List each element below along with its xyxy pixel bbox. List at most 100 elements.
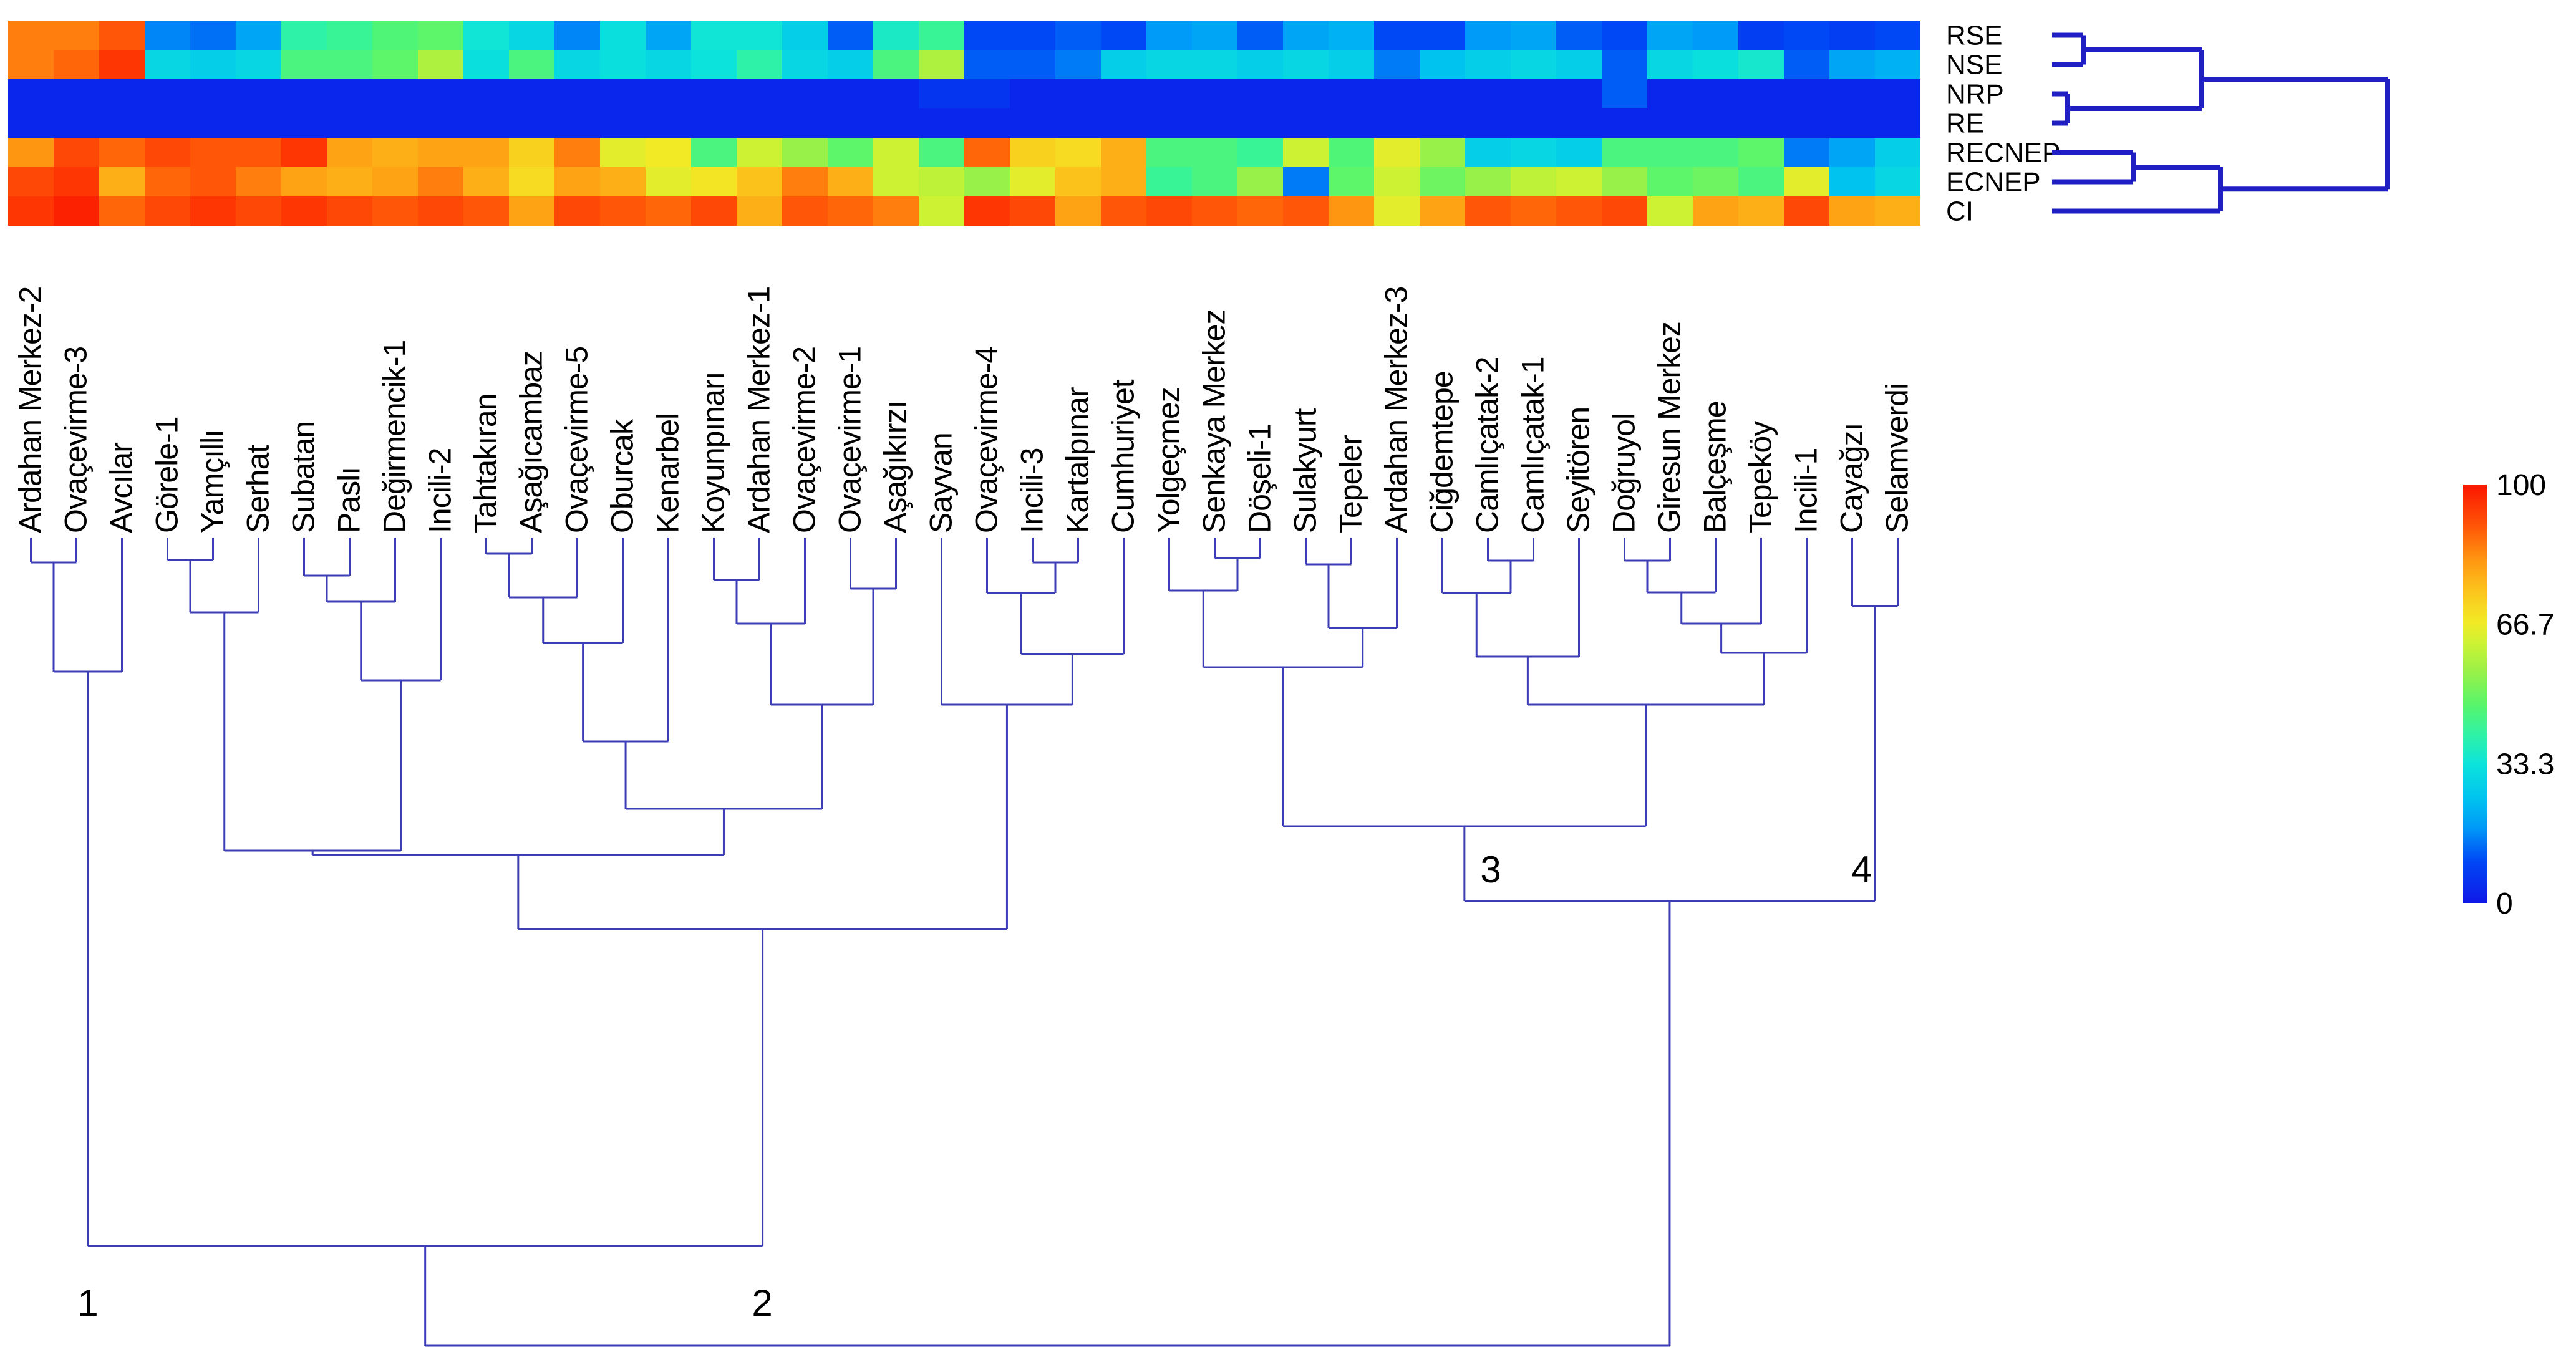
column-label: Serhat	[241, 445, 276, 533]
heatmap-cell	[1784, 108, 1829, 138]
heatmap-cell	[327, 196, 372, 226]
heatmap-cell	[737, 21, 782, 50]
heatmap-cell	[1237, 196, 1283, 226]
heatmap-cell	[1602, 196, 1647, 226]
heatmap-cell	[327, 79, 372, 108]
heatmap-cell	[372, 167, 418, 196]
heatmap-cell	[691, 138, 737, 167]
column-label: Cayağzı	[1834, 423, 1869, 533]
column-label: Paslı	[332, 467, 367, 533]
heatmap-cell	[873, 167, 919, 196]
heatmap-cell	[1556, 196, 1602, 226]
heatmap-cell	[828, 21, 873, 50]
heatmap-cell	[828, 167, 873, 196]
heatmap-cell	[190, 196, 236, 226]
heatmap-cell	[54, 79, 99, 108]
heatmap-cell	[873, 21, 919, 50]
heatmap-cell	[327, 167, 372, 196]
heatmap-cell	[145, 196, 190, 226]
heatmap-cell	[1556, 138, 1602, 167]
heatmap-cell	[1010, 79, 1055, 108]
heatmap-cell	[1055, 79, 1101, 108]
heatmap-cell	[691, 50, 737, 79]
heatmap-cell	[1101, 79, 1146, 108]
heatmap-cell	[1693, 196, 1738, 226]
heatmap-cell	[1738, 167, 1784, 196]
heatmap	[8, 21, 1920, 226]
heatmap-cell	[782, 108, 828, 138]
column-label: Aşağıkırzı	[878, 401, 913, 533]
row-label: CI	[1946, 196, 1973, 227]
heatmap-cell	[1829, 79, 1875, 108]
heatmap-cell	[1784, 21, 1829, 50]
heatmap-cell	[919, 196, 964, 226]
column-label: Incili-1	[1789, 448, 1824, 533]
heatmap-cell	[554, 196, 600, 226]
heatmap-cell	[737, 167, 782, 196]
heatmap-cell	[1647, 196, 1693, 226]
heatmap-cell	[281, 50, 327, 79]
column-label: Ciğdemtepe	[1425, 371, 1460, 533]
heatmap-cell	[691, 108, 737, 138]
heatmap-cell	[919, 138, 964, 167]
heatmap-cell	[782, 50, 828, 79]
column-label: Ardahan Merkez-1	[742, 287, 777, 533]
heatmap-cell	[1010, 50, 1055, 79]
heatmap-cell	[1511, 108, 1556, 138]
heatmap-cell	[554, 167, 600, 196]
heatmap-cell	[1829, 196, 1875, 226]
row-label: RSE	[1946, 21, 2002, 51]
heatmap-cell	[1420, 79, 1465, 108]
heatmap-cell	[1511, 50, 1556, 79]
heatmap-cell	[54, 108, 99, 138]
heatmap-cell	[1511, 196, 1556, 226]
heatmap-cell	[236, 79, 281, 108]
heatmap-cell	[1374, 138, 1420, 167]
heatmap-cell	[600, 21, 646, 50]
column-label: Ardahan Merkez-2	[13, 287, 48, 533]
column-label: Senkaya Merkez	[1197, 310, 1232, 533]
column-label: Ovaçevirme-4	[969, 347, 1004, 533]
cluster-number-label: 3	[1480, 849, 1501, 890]
heatmap-cell	[8, 138, 54, 167]
heatmap-cell	[1374, 167, 1420, 196]
column-label: Görele-1	[150, 417, 185, 533]
heatmap-cell	[737, 50, 782, 79]
column-label: Ovaçevirme-2	[787, 347, 822, 533]
heatmap-cell	[281, 138, 327, 167]
heatmap-cell	[1829, 167, 1875, 196]
column-label: Balçeşme	[1698, 401, 1733, 533]
heatmap-cell	[1465, 21, 1511, 50]
heatmap-cell	[1784, 167, 1829, 196]
column-label: Sulakyurt	[1288, 408, 1323, 533]
heatmap-cell	[327, 21, 372, 50]
heatmap-cell	[190, 167, 236, 196]
heatmap-cell	[236, 21, 281, 50]
colorbar-tick-label: 33.3	[2496, 748, 2554, 781]
heatmap-cell	[1192, 196, 1237, 226]
heatmap-cell	[190, 50, 236, 79]
column-dendrogram-lines	[30, 538, 1899, 1347]
heatmap-cell	[418, 21, 463, 50]
heatmap-cell	[463, 196, 509, 226]
column-label: Kenarbel	[651, 413, 685, 533]
heatmap-cell	[600, 138, 646, 167]
heatmap-cell	[1693, 138, 1738, 167]
heatmap-cell	[1146, 196, 1192, 226]
heatmap-cell	[646, 108, 691, 138]
heatmap-cell	[1875, 50, 1920, 79]
heatmap-cell	[145, 50, 190, 79]
heatmap-cell	[145, 79, 190, 108]
heatmap-cell	[964, 138, 1010, 167]
heatmap-cell	[1556, 108, 1602, 138]
heatmap-cell	[828, 196, 873, 226]
heatmap-cell	[782, 196, 828, 226]
heatmap-cell	[1784, 196, 1829, 226]
heatmap-cell	[8, 108, 54, 138]
column-label: Avcılar	[104, 443, 139, 533]
heatmap-cell	[828, 138, 873, 167]
heatmap-cell	[1465, 108, 1511, 138]
heatmap-cell	[1237, 108, 1283, 138]
heatmap-cell	[1647, 138, 1693, 167]
